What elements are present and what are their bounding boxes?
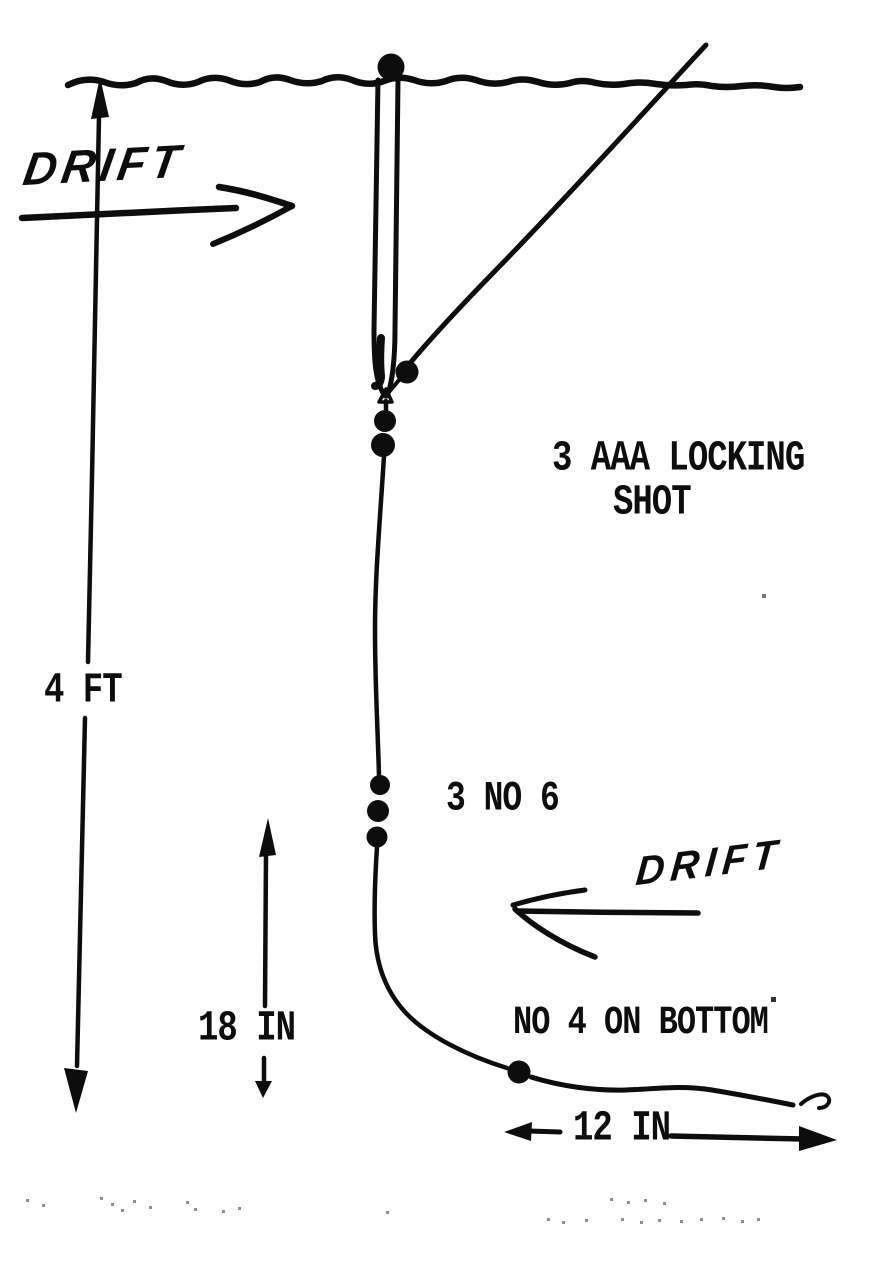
- no6-shot-2: [367, 800, 389, 822]
- no4-shot: [507, 1060, 531, 1084]
- rod-line: [387, 42, 709, 394]
- aaa-shot-3: [371, 433, 395, 457]
- arrow-right-head: [799, 1126, 837, 1151]
- arrow-up-head: [259, 818, 276, 857]
- line-to-bottom: [372, 844, 510, 1071]
- waggler-float: [371, 53, 405, 404]
- no6-shot-3: [366, 826, 388, 848]
- aaa-shot-2: [374, 410, 396, 432]
- no6-shot-label: 3 NO 6: [446, 775, 560, 822]
- main-line: [372, 398, 389, 779]
- hook-distance-label: 12 IN: [573, 1105, 671, 1153]
- line-end-squiggle: [799, 1092, 832, 1110]
- bottom-tail-line: [528, 1074, 832, 1110]
- no6-shot-1: [370, 775, 390, 795]
- drift-arrow-left: [510, 887, 701, 960]
- scan-speckles: [26, 594, 776, 1224]
- locking-shot-label-line2: SHOT: [613, 479, 692, 527]
- depth-label: 4 FT: [44, 667, 123, 715]
- depth-measure-arrow: [64, 77, 109, 1113]
- locking-shot-label-line1: 3 AAA LOCKING: [552, 435, 805, 483]
- no4-bottom-label: NO 4 ON BOTTOM: [513, 999, 769, 1046]
- arrow-up-head: [91, 77, 109, 119]
- drift-arrow-right: [18, 183, 296, 247]
- float-bottom-stem: [371, 334, 385, 390]
- spacing-measure-arrow: [255, 818, 276, 1098]
- float-tip-ball: [377, 53, 405, 81]
- arrow-down-head: [255, 1081, 272, 1098]
- drift-label-top: DRIFT: [19, 134, 189, 196]
- arrow-down-head: [64, 1068, 88, 1113]
- arrow-left-head: [504, 1122, 532, 1141]
- aaa-shot-1: [395, 360, 419, 384]
- shot-spacing-label: 18 IN: [198, 1005, 296, 1053]
- water-surface-line: [64, 74, 804, 92]
- aaa-locking-shots: [371, 360, 419, 457]
- no6-shots: [366, 775, 390, 848]
- hook-distance-measure-arrow: [504, 1122, 837, 1151]
